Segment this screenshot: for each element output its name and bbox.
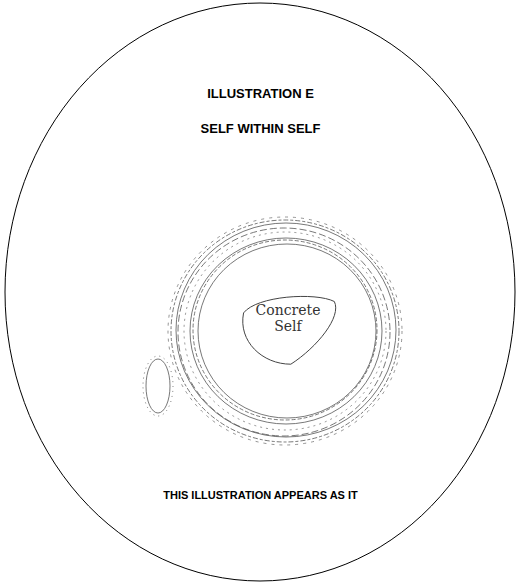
title: ILLUSTRATION E [0, 86, 521, 101]
node-label: Concrete Self [248, 302, 328, 334]
caption: THIS ILLUSTRATION APPEARS AS IT [0, 489, 521, 501]
blob-text-holder: Concrete Self [236, 292, 340, 334]
ring-scallops [168, 217, 402, 445]
blob-node: Concrete Self [236, 292, 340, 368]
small-spiky-self [143, 356, 173, 416]
subtitle: SELF WITHIN SELF [0, 121, 521, 136]
outer-self-ring [171, 220, 399, 442]
